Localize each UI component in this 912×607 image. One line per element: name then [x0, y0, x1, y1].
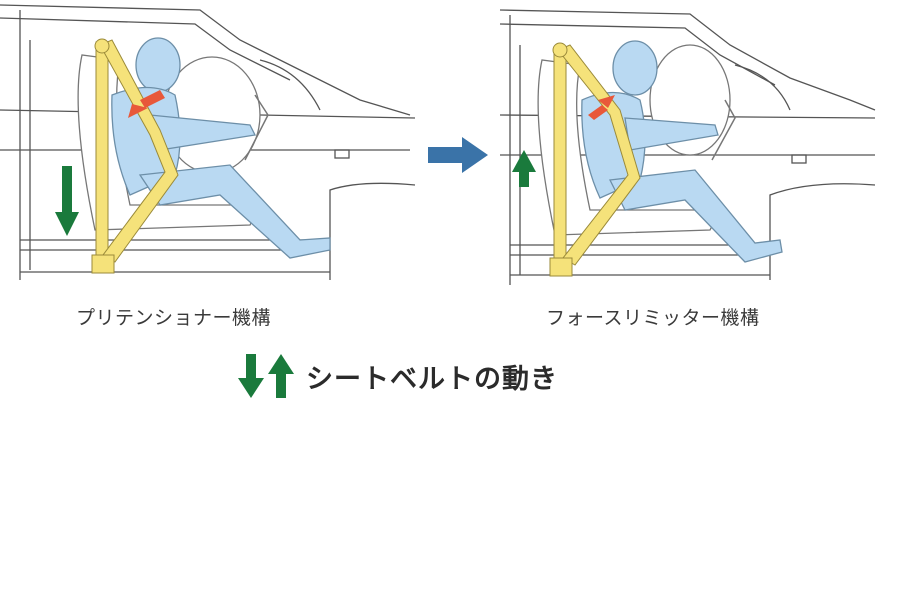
arrow-up-icon: [512, 150, 536, 187]
steering-wheel: [244, 94, 269, 161]
arrow-right-icon: [428, 137, 488, 173]
force-limiter-illustration: [490, 0, 912, 300]
arrow-down-icon: [238, 354, 264, 398]
force-arrow-icon: [588, 95, 615, 120]
legend: シートベルトの動き: [238, 354, 558, 398]
steering-wheel: [711, 99, 736, 161]
arrow-up-icon: [268, 354, 294, 398]
seatbelt: [91, 38, 179, 274]
force-limiter-svg: [499, 9, 876, 285]
car-body-outline: [0, 4, 416, 280]
occupant: [111, 37, 331, 259]
pretensioner-svg: [0, 4, 416, 280]
seatbelt: [549, 42, 641, 277]
force-limiter-caption: フォースリミッター機構: [546, 307, 760, 329]
arrow-down-icon: [55, 166, 79, 236]
pretensioner-caption: プリテンショナー機構: [76, 307, 272, 329]
force-arrow-icon: [128, 90, 165, 118]
legend-label: シートベルトの動き: [306, 363, 558, 395]
pretensioner-illustration: [0, 0, 430, 300]
